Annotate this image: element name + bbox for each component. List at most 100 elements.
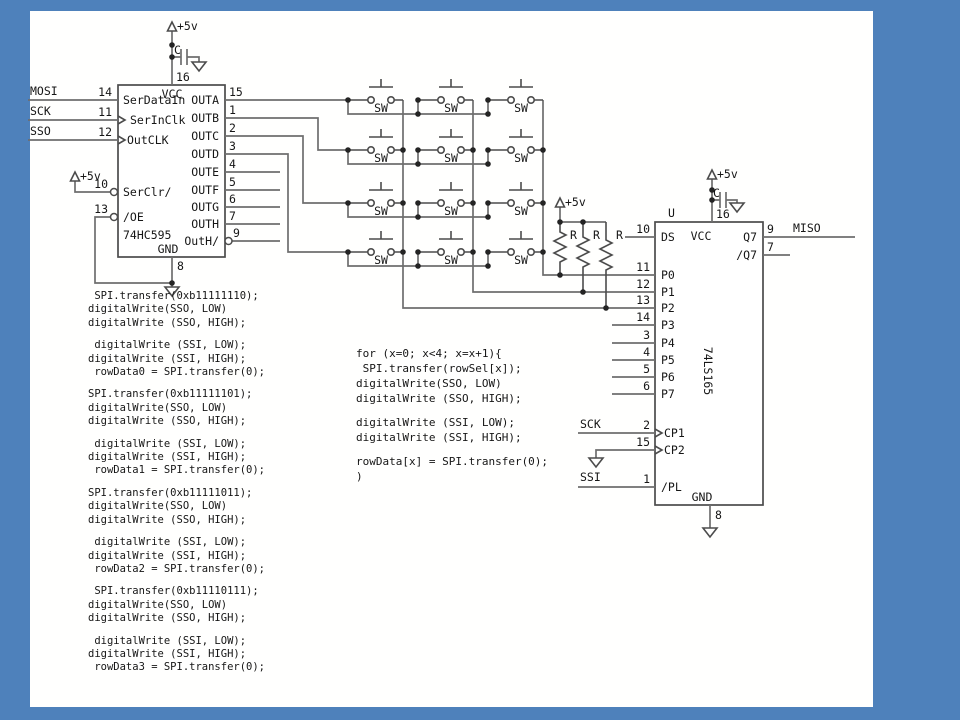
code-line: digitalWrite (SSI, HIGH);	[356, 431, 522, 444]
pushbutton-switch	[347, 128, 404, 154]
ls165-p2-name: P2	[661, 301, 675, 315]
ls165-q7n-name: /Q7	[736, 248, 757, 262]
code-line: for (x=0; x<4; x=x+1){	[356, 347, 502, 360]
code-line: )	[356, 470, 363, 483]
ls165-gnd-pin-num: 8	[715, 508, 722, 522]
code-group: digitalWrite (SSI, LOW); digitalWrite (S…	[356, 415, 548, 445]
code-line: digitalWrite (SSI, LOW);	[356, 416, 515, 429]
ls165-designator: U	[668, 206, 675, 220]
plus5v-icon	[166, 21, 178, 32]
inversion-bubble	[109, 187, 119, 197]
ls165-gnd-label: GND	[692, 490, 713, 504]
code-line: rowData1 = SPI.transfer(0);	[88, 464, 266, 477]
net-label-sso: SSO	[30, 124, 51, 138]
hc595-pin13-num: 13	[94, 202, 108, 216]
switch-label: SW	[514, 151, 528, 165]
resistor-r2	[575, 222, 591, 292]
code-line: digitalWrite (SSI, HIGH);	[88, 451, 247, 464]
ground-icon	[588, 457, 604, 468]
ls165-p6-name: P6	[661, 370, 675, 384]
code-group: digitalWrite (SSI, LOW); digitalWrite (S…	[88, 339, 265, 379]
ground-icon	[191, 61, 207, 72]
switch-label: SW	[374, 204, 388, 218]
switch-label: SW	[444, 253, 458, 267]
ls165-pin1-num: 1	[643, 472, 650, 486]
wire-oe-to-gnd	[94, 216, 172, 284]
pushbutton-switch	[347, 181, 404, 207]
ls165-pin14-num: 14	[636, 310, 650, 324]
ls165-p5-name: P5	[661, 353, 675, 367]
ls165-p0-name: P0	[661, 268, 675, 282]
hc595-pin3-num: 3	[229, 139, 236, 153]
switch-label: SW	[444, 204, 458, 218]
hc595-gnd-pin-num: 8	[177, 259, 184, 273]
code-line: digitalWrite(SSO, LOW)	[88, 303, 228, 316]
code-line: SPI.transfer(0xb11111110);	[88, 290, 259, 302]
resistor-label: R	[593, 228, 600, 242]
code-group: SPI.transfer(0xb11111110); digitalWrite(…	[88, 290, 265, 330]
hc595-pin10-num: 10	[94, 177, 108, 191]
code-group: rowData[x] = SPI.transfer(0); )	[356, 454, 548, 484]
capacitor-hc595	[172, 49, 200, 65]
hc595-part-label: 74HC595	[123, 228, 171, 242]
hc595-pin12-num: 12	[98, 125, 112, 139]
switch-label: SW	[444, 151, 458, 165]
code-line: SPI.transfer(0xb11111101);	[88, 388, 253, 401]
hc595-outd-name: OUTD	[191, 147, 219, 161]
code-line: rowData[x] = SPI.transfer(0);	[356, 455, 549, 468]
code-group: SPI.transfer(0xb11111011); digitalWrite(…	[88, 487, 265, 527]
plus5v-label: +5v	[565, 195, 586, 209]
ls165-pin9-num: 9	[767, 222, 774, 236]
net-label-miso: MISO	[793, 221, 821, 235]
capacitor-label: C	[174, 43, 181, 57]
code-line: digitalWrite (SSI, HIGH);	[88, 549, 247, 562]
ls165-pin10-num: 10	[636, 222, 650, 236]
clock-wedge-hc595	[117, 115, 127, 145]
ls165-pin5-num: 5	[643, 362, 650, 376]
ls165-chip-body	[654, 221, 764, 506]
pushbutton-switch	[487, 78, 544, 104]
code-line: SPI.transfer(rowSel[x]);	[356, 362, 522, 375]
hc595-pin10-name: SerClr/	[123, 185, 172, 199]
ls165-vcc-pin-num: 16	[716, 207, 730, 221]
ls165-ds-name: DS	[661, 230, 675, 244]
code-group: digitalWrite (SSI, LOW); digitalWrite (S…	[88, 635, 265, 675]
plus5v-icon	[554, 197, 566, 208]
code-line: digitalWrite (SSO, HIGH);	[88, 513, 247, 526]
code-group: for (x=0; x<4; x=x+1){ SPI.transfer(rowS…	[356, 346, 548, 406]
code-group: digitalWrite (SSI, LOW); digitalWrite (S…	[88, 438, 265, 478]
hc595-pin11-name: SerInClk	[130, 113, 185, 127]
code-group: SPI.transfer(0xb11111101); digitalWrite(…	[88, 388, 265, 428]
ls165-p3-name: P3	[661, 318, 675, 332]
code-group: SPI.transfer(0xb11110111); digitalWrite(…	[88, 585, 265, 625]
wire-outc-row3	[225, 135, 348, 204]
ls165-pin11-num: 11	[636, 260, 650, 274]
switch-label: SW	[444, 101, 458, 115]
pushbutton-switch	[347, 230, 404, 256]
code-line: digitalWrite(SSO, LOW)	[88, 598, 228, 611]
hc595-pin6-num: 6	[229, 192, 236, 206]
ls165-pin2-num: 2	[643, 418, 650, 432]
code-line: digitalWrite (SSO, HIGH);	[88, 612, 247, 625]
wire-serclr-5v	[74, 181, 111, 193]
ground-icon	[729, 202, 745, 213]
hc595-outg-name: OUTG	[191, 200, 219, 214]
wire-col3-to-p0	[542, 100, 655, 276]
switch-label: SW	[514, 101, 528, 115]
resistor-label: R	[570, 228, 577, 242]
hc595-pin2-num: 2	[229, 121, 236, 135]
hc595-pin7-num: 7	[229, 209, 236, 223]
code-line: SPI.transfer(0xb11111011);	[88, 486, 253, 499]
switch-label: SW	[374, 253, 388, 267]
code-line: digitalWrite (SSO, HIGH);	[88, 415, 247, 428]
hc595-pin14-num: 14	[98, 85, 112, 99]
resistor-label: R	[616, 228, 623, 242]
hc595-pin9-num: 9	[233, 226, 240, 240]
code-line: digitalWrite (SSO, HIGH);	[356, 392, 522, 405]
ls165-p1-name: P1	[661, 285, 675, 299]
hc595-outhn-name: OutH/	[184, 234, 219, 248]
wire-unused-outputs	[225, 171, 280, 242]
pushbutton-switch	[417, 78, 474, 104]
hc595-pin11-num: 11	[98, 105, 112, 119]
resistor-r1	[552, 222, 568, 275]
